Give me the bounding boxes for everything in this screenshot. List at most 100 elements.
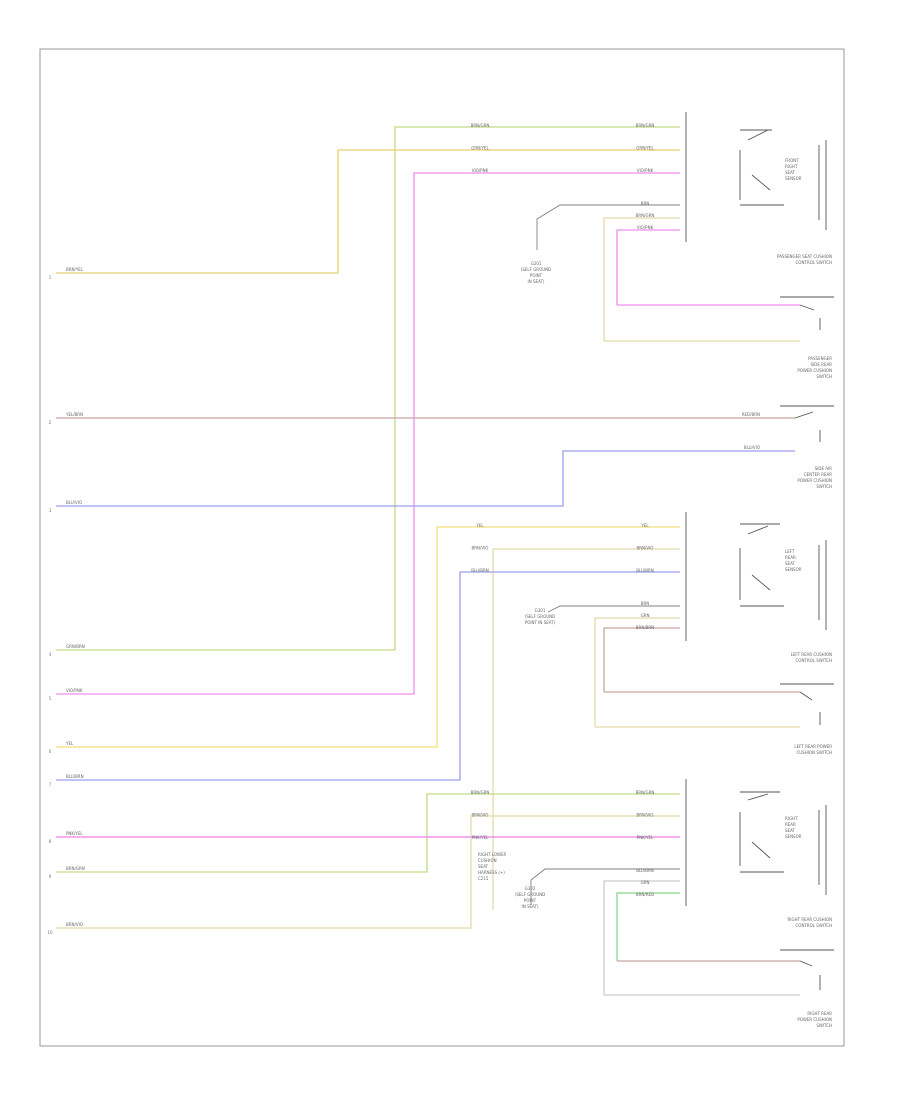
wire-color-label: BRN/GRN [636, 123, 655, 128]
seat-sensor-switch-3 [739, 791, 784, 873]
ground-label: POINT IN SEAT) [525, 620, 556, 625]
wire-yel-brn-pin2 [56, 149, 680, 274]
left-pin-number: 5 [49, 696, 52, 701]
control-switch-label: CONTROL SWITCH [796, 923, 833, 928]
wire-color-label: BRN/VIO [472, 813, 489, 818]
seat-sensor-label: FRONT [785, 158, 799, 163]
seat-sensor-switch-1 [739, 129, 784, 206]
left-pin-wire-label: BLU/BRN [66, 774, 84, 779]
cushion-switch-label: PASSENGER [808, 356, 832, 361]
control-switch-label: CONTROL SWITCH [796, 658, 833, 663]
wire-color-label: VIO/PNK [472, 168, 489, 173]
wire-color-label: GRN/YEL [471, 146, 489, 151]
wire-color-label: GRN [641, 613, 650, 618]
connector-layer [685, 112, 827, 906]
ground-wire-g302 [530, 868, 680, 905]
wire-color-label: BRN/GRN [471, 790, 490, 795]
wire-color-label: BLU/BRN [636, 868, 654, 873]
cushion-switch-label: POWER CUSHION [797, 1017, 832, 1022]
ground-label: G201 [531, 261, 542, 266]
wire-color-label: BRN/GRN [471, 123, 490, 128]
wire-color-label: BRN/BRN [636, 625, 654, 630]
wire-layer [56, 126, 800, 996]
left-pin-wire-label: BRN/VIO [66, 922, 83, 927]
left-pin-wire-label: YEL/BRN [65, 412, 83, 417]
cushion-switch-label: RIGHT REAR [807, 1011, 832, 1016]
wire-color-label: YEL [475, 523, 484, 528]
wire-color-label: BRN [641, 201, 650, 206]
side-air-switch-label: SIDE AIR [815, 466, 833, 471]
wire-grn-sub2-loop [594, 617, 680, 727]
cushion-switch-label: LEFT REAR POWER [794, 744, 832, 749]
cushion-switch-label: SIDE REAR [811, 362, 833, 367]
wire-color-label: BRN/RED [636, 892, 654, 897]
control-switch-label: LEFT REAR CUSHION [791, 652, 832, 657]
wire-color-label: BRN/GRN [636, 213, 655, 218]
seat-sensor-label: SENSOR [785, 176, 802, 181]
wire-blu-brn-pin7 [56, 571, 680, 781]
ground-label: POINT [530, 273, 543, 278]
right-lower-connector-label: CUSHION [478, 858, 497, 863]
control-switch-label: RIGHT REAR CUSHION [788, 917, 832, 922]
cushion-switch-3 [780, 949, 834, 990]
right-lower-connector-label: SEAT [478, 864, 488, 869]
cushion-switch-1 [780, 296, 834, 330]
wire-color-label: GRN [641, 880, 650, 885]
wire-vio-pnk-sub1-loop [616, 229, 680, 305]
wire-color-label: PNK/YEL [472, 835, 489, 840]
wire-color-label: BRN/VIO [472, 546, 489, 551]
seat-sensor-label: RIGHT [785, 816, 798, 821]
cushion-switch-label: SWITCH [816, 1023, 832, 1028]
seat-sensor-label: SEAT [785, 170, 795, 175]
ground-label: (SELF GROUND [521, 267, 551, 272]
right-lower-connector-label: HARNESS (+) [478, 870, 505, 875]
left-pin-number: 4 [49, 652, 52, 657]
wire-brn-vio-pin10 [56, 815, 680, 929]
seat-sensor-label: RIGHT [785, 164, 798, 169]
cushion-switch-mid [780, 405, 834, 442]
side-air-switch-label: POWER CUSHION [797, 478, 832, 483]
cushion-switch-2 [780, 683, 834, 725]
cushion-switch-label: SWITCH [816, 374, 832, 379]
ground-layer [530, 204, 680, 905]
wire-brn-grn-sub1-loop [603, 217, 680, 341]
seat-sensor-switch-2 [739, 523, 784, 607]
left-pin-number: 1 [49, 275, 52, 280]
left-pin-number: 2 [49, 420, 52, 425]
left-pin-wire-label: BLU/VIO [66, 500, 82, 505]
seat-sensor-label: SEAT [785, 561, 795, 566]
control-switch-label: PASSENGER SEAT CUSHION [777, 254, 832, 259]
control-switch-label: CONTROL SWITCH [796, 260, 833, 265]
wire-color-label: BRN/VIO [637, 813, 654, 818]
left-pin-number: 10 [47, 930, 53, 935]
wire-color-label: VIO/PNK [637, 225, 654, 230]
left-pin-wire-label: BRN/GRN [66, 866, 85, 871]
diagram-frame [39, 48, 845, 1047]
wire-color-label: RED/BRN [742, 412, 760, 417]
right-lower-connector-label: RIGHT LOWER [478, 852, 506, 857]
wire-brn-brn-sub2-loop [603, 627, 680, 692]
wire-color-label: BRN/VIO [637, 546, 654, 551]
ground-label: POINT [524, 898, 537, 903]
switch-layer [739, 129, 834, 990]
wire-color-label: PNK/YEL [637, 835, 654, 840]
left-pin-wire-label: BRN/YEL [66, 267, 84, 272]
wire-color-label: BLU/VIO [744, 445, 760, 450]
wire-brn-grn-pin9 [56, 793, 680, 873]
cushion-switch-label: POWER CUSHION [797, 368, 832, 373]
left-pin-wire-label: VIO/PNK [66, 688, 83, 693]
seat-sensor-label: LEFT [785, 549, 795, 554]
seat-sensor-label: REAR [785, 822, 796, 827]
wire-color-label: GRN/YEL [636, 146, 654, 151]
wire-gray-sub3-loop [603, 880, 680, 995]
wire-color-label: YEL [640, 523, 649, 528]
seat-sensor-label: SEAT [785, 828, 795, 833]
wire-color-label: BRN [641, 601, 650, 606]
left-pin-number: 6 [49, 749, 52, 754]
wire-vio-pnk-pin5 [56, 172, 680, 695]
seat-sensor-label: REAR [785, 555, 796, 560]
ground-label: IN SEAT) [528, 279, 545, 284]
wire-color-label: VIO/PNK [637, 168, 654, 173]
